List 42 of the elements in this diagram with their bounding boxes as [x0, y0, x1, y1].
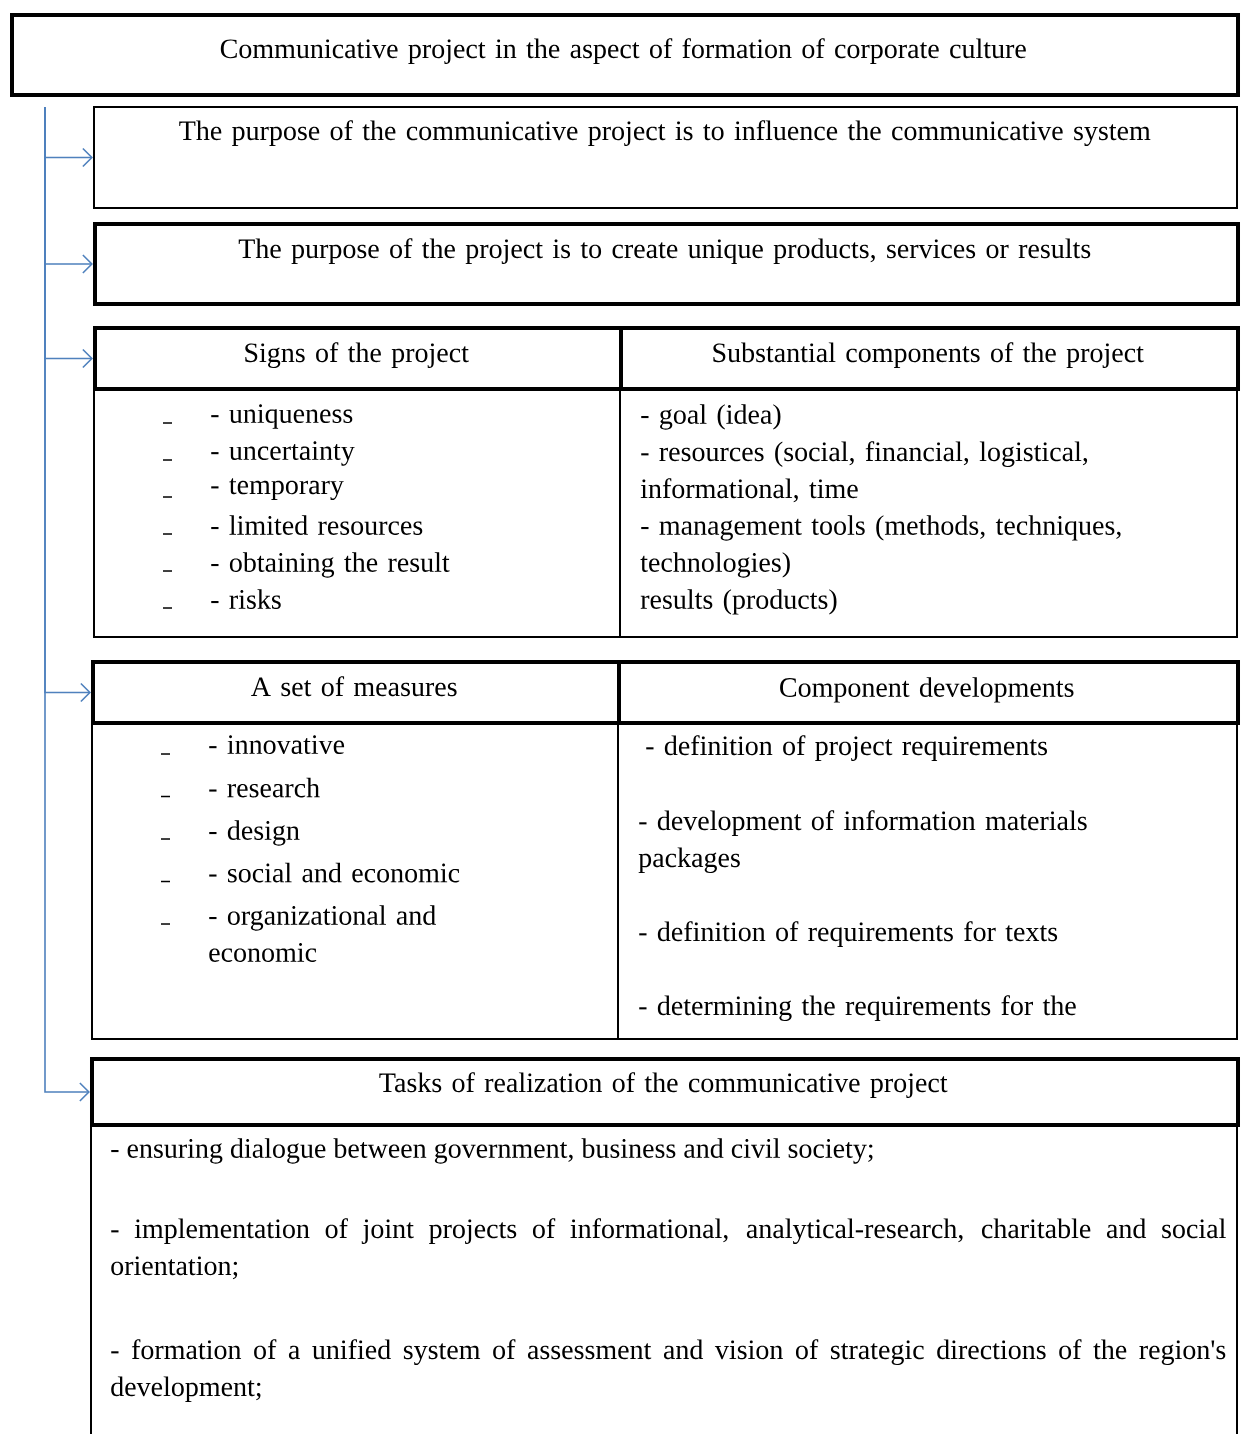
header-cell [617, 660, 1240, 725]
purpose-box [93, 222, 1240, 306]
list-item: results (products) [640, 589, 837, 615]
list-item: - uncertainty [211, 441, 355, 466]
list-item: Substantial components of the project [713, 342, 1144, 368]
list-item: - goal (idea) [641, 404, 781, 430]
list-item: - ensuring dialogue between government, business and civil society; [111, 1138, 873, 1164]
list-cell [93, 387, 621, 638]
list-item: Component developments [780, 677, 1074, 703]
list-cell [91, 721, 619, 1040]
list-item: The purpose of the project is to create unique products, services or results [238, 238, 1091, 264]
header-cell [90, 1057, 1240, 1127]
list-item: - social and economic [209, 862, 460, 883]
list-item: - obtaining the result [211, 552, 450, 578]
list-item: Signs of the project [245, 342, 469, 368]
list-cell [617, 721, 1238, 1040]
list-item: - design [209, 820, 300, 846]
title-box [10, 13, 1240, 97]
list-cell [619, 387, 1238, 638]
list-item: - temporary [211, 478, 344, 500]
list-item: - definition of requirements for texts [639, 921, 1058, 947]
list-item: - organizational and economic [209, 905, 436, 962]
list-item: - research [209, 777, 320, 798]
list-item: - formation of a unified system of assessment and vision of strategic directions of the region's development; [111, 1339, 1226, 1402]
list-item: - implementation of joint projects of informational, analytical-research, charitable and social orientation; [111, 1218, 1226, 1280]
list-item: - risks [211, 589, 281, 609]
list-item: - limited resources [211, 515, 423, 535]
list-item: - development of information materials packages [638, 810, 1087, 873]
list-item: - management tools (methods, techniques, technologies) [640, 515, 1121, 578]
list-item: Communicative project in the aspect of formation of corporate culture [220, 38, 1026, 64]
list-item: A set of measures [251, 676, 457, 697]
arrow [44, 106, 90, 1102]
list-item: - innovative [209, 735, 345, 754]
list-item: Tasks of realization of the communicative project [379, 1072, 948, 1098]
list-item: - determining the requirements for the [639, 995, 1076, 1021]
list-item: - definition of project requirements [646, 735, 1047, 761]
header-cell [619, 326, 1240, 391]
list-cell [90, 1123, 1238, 1434]
list-item: - uniqueness [211, 404, 353, 429]
list-item: - resources (social, financial, logistical, informational, time [640, 441, 1088, 503]
purpose-box [93, 106, 1238, 209]
list-item: The purpose of the communicative project is to influence the communicative system [179, 120, 1151, 146]
